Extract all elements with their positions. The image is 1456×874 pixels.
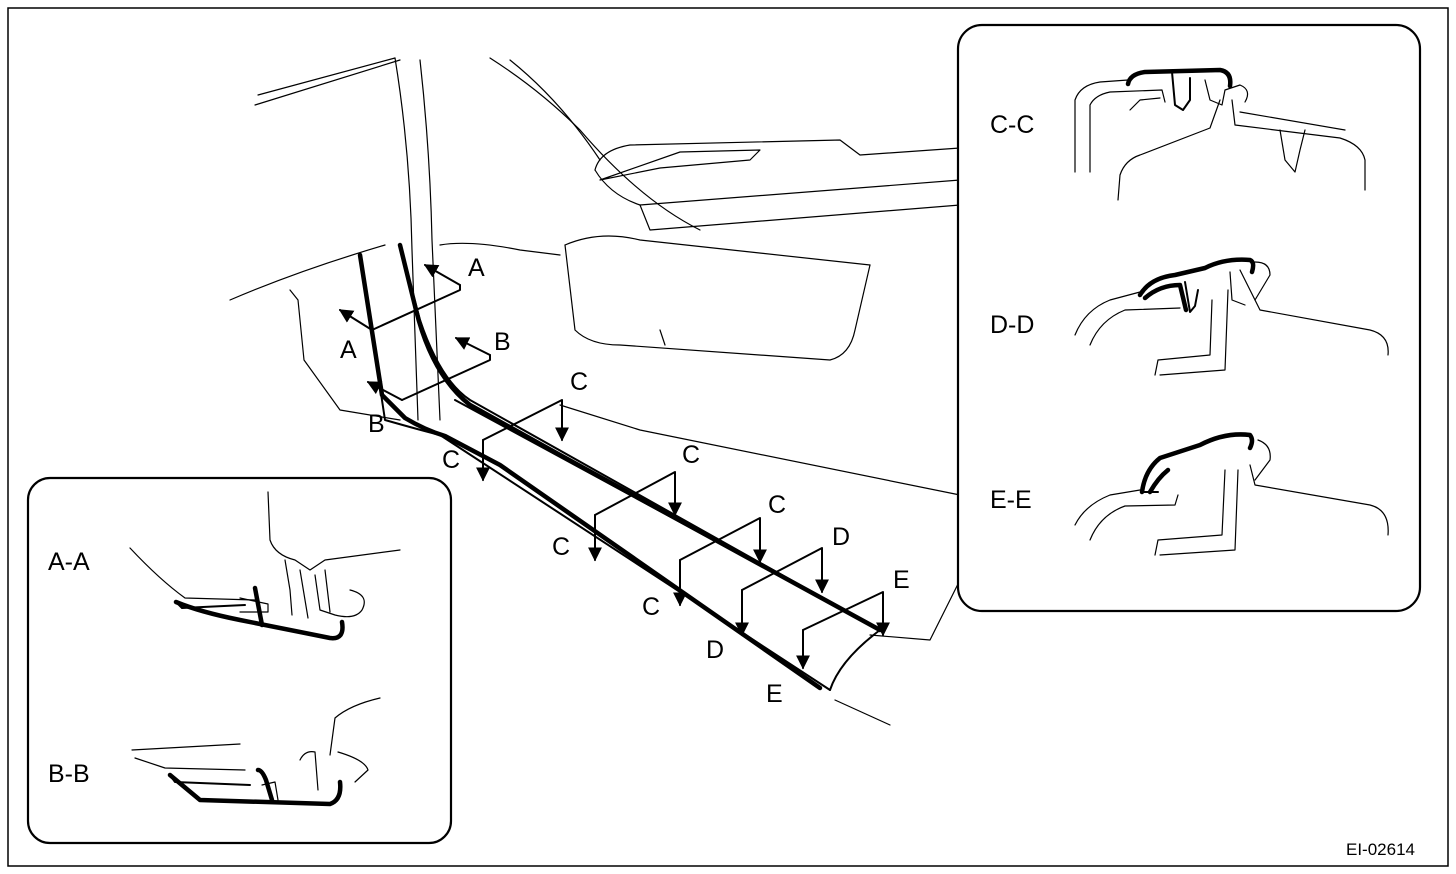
section-line-c1 <box>476 399 569 482</box>
marker-c3-upper: C <box>768 491 786 519</box>
main-view: A A B B C C C C C C D D E E <box>229 57 961 726</box>
marker-a-upper: A <box>468 254 485 282</box>
section-label-ee: E-E <box>990 486 1032 514</box>
outer-border <box>7 7 1449 867</box>
marker-b-upper: B <box>494 328 511 356</box>
section-label-cc: C-C <box>990 111 1034 139</box>
marker-c2-lower: C <box>552 533 570 561</box>
marker-c3-lower: C <box>642 593 660 621</box>
marker-c1-upper: C <box>570 368 588 396</box>
section-line-c3 <box>673 517 767 607</box>
section-line-b <box>366 337 491 401</box>
section-bb-drawing <box>131 697 381 807</box>
section-label-dd: D-D <box>990 311 1034 339</box>
section-line-c2 <box>588 471 682 562</box>
section-line-a <box>338 264 461 331</box>
marker-d-lower: D <box>706 636 724 664</box>
marker-c1-lower: C <box>442 446 460 474</box>
marker-e-upper: E <box>893 566 910 594</box>
marker-b-lower: B <box>368 410 385 438</box>
right-inset: C-C D-D E-E <box>956 23 1422 613</box>
marker-e-lower: E <box>766 680 783 708</box>
section-label-aa: A-A <box>48 548 90 576</box>
section-ee-drawing <box>1074 432 1389 556</box>
marker-a-lower: A <box>340 336 357 364</box>
marker-c2-upper: C <box>682 441 700 469</box>
section-line-e <box>796 591 890 670</box>
section-cc-drawing <box>1074 67 1366 201</box>
figure-id: EI-02614 <box>1346 840 1415 859</box>
section-dd-drawing <box>1074 257 1389 376</box>
section-line-d <box>735 547 829 637</box>
section-aa-drawing <box>129 491 401 641</box>
section-label-bb: B-B <box>48 760 90 788</box>
marker-d-upper: D <box>832 523 850 551</box>
left-inset: A-A B-B <box>26 476 453 845</box>
